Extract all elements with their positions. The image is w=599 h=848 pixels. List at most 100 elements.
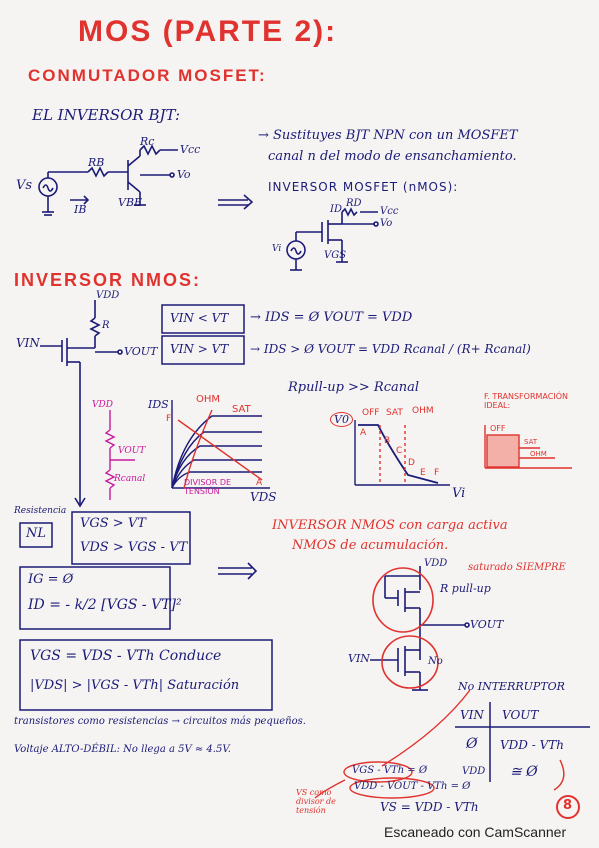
table-cell-r1c2: VDD - VTh (500, 738, 564, 752)
transfer-vi-label: Vi (452, 486, 466, 501)
iv-ohm-label: OHM (196, 394, 221, 405)
active-vdd-label: VDD (424, 558, 448, 569)
bjt-rb-label: RB (88, 156, 105, 169)
bjt-vo-label: Vo (177, 168, 191, 181)
bjt-vbe-label: VBE (118, 196, 143, 209)
switch-title: No INTERRUPTOR (458, 680, 565, 693)
bottom-annotations (314, 689, 580, 819)
nl-label: NL (26, 526, 47, 541)
active-load-circuit (370, 566, 470, 691)
nmos-vo-label: Vo (380, 218, 393, 229)
active-no-label: No (428, 656, 443, 667)
iv-x-label: VDS (250, 490, 277, 504)
transfer-graph (354, 420, 450, 486)
inv-vdd-label: VDD (96, 290, 120, 301)
table-header-vout: VOUT (502, 708, 539, 722)
active-vout-label: VOUT (470, 618, 504, 631)
table-cell-r2c2: ≅ Ø (510, 764, 538, 780)
bjt-rc-label: Rc (140, 135, 155, 148)
divisor-rcanal-label: Rcanal (114, 474, 146, 484)
transfer-v0-label: V0 (330, 412, 353, 427)
transfer-f-label: F (434, 468, 440, 478)
transfer-d-label: D (408, 458, 415, 468)
divisor-vdd-label: VDD (92, 400, 113, 410)
bjt-vcc-label: Vcc (180, 143, 201, 156)
iv-y-label: IDS (148, 398, 169, 411)
vds-saturation-line: |VDS| > |VGS - VTh| Saturación (30, 678, 240, 693)
divisor-vout-label: VOUT (118, 446, 146, 456)
implication-arrow-2 (218, 562, 258, 580)
truth-table-lines (455, 702, 590, 782)
bottom-eq-vdd: VDD - VOUT - VTh = Ø (354, 781, 471, 792)
nl-cond1: VGS > VT (80, 516, 146, 531)
active-saturated-note: saturado SIEMPRE (468, 562, 566, 573)
cond-vin-gt-vt: VIN > VT (170, 342, 229, 356)
inverter-nmos-circuit (40, 300, 123, 508)
bjt-note-line1: → Sustituyes BJT NPN con un MOSFET (258, 128, 518, 143)
nmos-vgs-label: VGS (324, 250, 347, 261)
ideal-title: F. TRANSFORMACIÓN IDEAL: (484, 392, 568, 410)
id-equation: ID = - k/2 [VGS - VT]² (28, 597, 182, 613)
table-cell-r2c1: VDD (462, 766, 486, 777)
bjt-ib-label: IB (74, 203, 87, 216)
nmos-vcc-label: Vcc (380, 206, 399, 217)
bjt-circuit (38, 144, 178, 216)
bjt-heading: EL INVERSOR BJT: (32, 106, 181, 124)
iv-divisor-label: DIVISOR DE TENSIÓN (184, 478, 232, 496)
condition-boxes (161, 304, 245, 365)
transfer-e-label: E (420, 468, 426, 478)
ideal-off-label: OFF (490, 424, 506, 433)
table-cell-r1c1: Ø (466, 736, 478, 752)
resistance-label: Resistencia (14, 506, 67, 516)
bullet-voltage: Voltaje ALTO-DÉBIL: No llega a 5V ≈ 4.5V… (14, 744, 231, 755)
table-header-vin: VIN (460, 708, 484, 722)
transfer-a-label: A (360, 428, 367, 438)
active-pullup-label: R pull-up (440, 582, 491, 595)
bottom-eq-vgs: VGS - VTh = Ø (352, 765, 428, 776)
cond-vin-lt-vt: VIN < VT (170, 311, 229, 325)
nmos-rd-label: RD (346, 198, 362, 209)
vs-divisor-note: VS como divisor de tensión (296, 788, 336, 815)
ideal-sat-label: SAT (524, 438, 538, 446)
ideal-transfer-graph (484, 425, 572, 469)
nmos-vi-label: Vi (272, 244, 282, 254)
nmos-inverter-label: INVERSOR MOSFET (nMOS): (268, 180, 459, 194)
camscanner-watermark: Escaneado con CamScanner (384, 824, 567, 840)
active-load-line1: INVERSOR NMOS con carga activa (272, 518, 508, 533)
divisor-drawing (104, 410, 135, 500)
transfer-sat-label: SAT (386, 408, 403, 418)
nmos-id-label: ID (330, 204, 342, 215)
transfer-b-label: B (384, 436, 391, 446)
inv-r-label: R (102, 320, 110, 331)
vgs-conduce-line: VGS = VDS - VTh Conduce (30, 648, 222, 664)
bullet-transistors: transistores como resistencias → circuit… (14, 716, 306, 727)
section-title-inversor-nmos: INVERSOR NMOS: (14, 270, 202, 290)
iv-a-label: A (256, 478, 263, 488)
pullup-condition: Rpull-up >> Rcanal (288, 380, 420, 395)
transfer-ohm-label: OHM (412, 406, 434, 416)
result-off: → IDS = Ø VOUT = VDD (250, 310, 413, 325)
page-number: 8 (563, 798, 573, 813)
nl-boxes (19, 511, 273, 711)
iv-graph (171, 400, 270, 489)
iv-f-label: F (166, 414, 172, 424)
transfer-c-label: C (396, 446, 403, 456)
iv-sat-label: SAT (232, 404, 251, 415)
section-title-conmutador: CONMUTADOR MOSFET: (28, 66, 267, 85)
nl-cond2: VDS > VGS - VT (80, 540, 188, 555)
transfer-off-label: OFF (362, 408, 380, 418)
bjt-note-line2: canal n del modo de ensanchamiento. (268, 149, 517, 164)
ig-equation: IG = Ø (28, 572, 74, 587)
nmos-circuit (286, 207, 379, 271)
active-vin-label: VIN (348, 652, 370, 665)
ideal-ohm-label: OHM (530, 450, 547, 458)
page-title: MOS (PARTE 2): (78, 15, 338, 48)
implication-arrow-1 (218, 194, 254, 210)
bjt-vs-label: Vs (16, 178, 33, 193)
active-load-line2: NMOS de acumulación. (292, 538, 449, 553)
bottom-eq-vs: VS = VDD - VTh (380, 800, 479, 814)
inv-vin-label: VIN (16, 336, 40, 350)
inv-vout-label: VOUT (124, 345, 158, 358)
result-on: → IDS > Ø VOUT = VDD Rcanal / (R+ Rcanal… (250, 342, 531, 356)
